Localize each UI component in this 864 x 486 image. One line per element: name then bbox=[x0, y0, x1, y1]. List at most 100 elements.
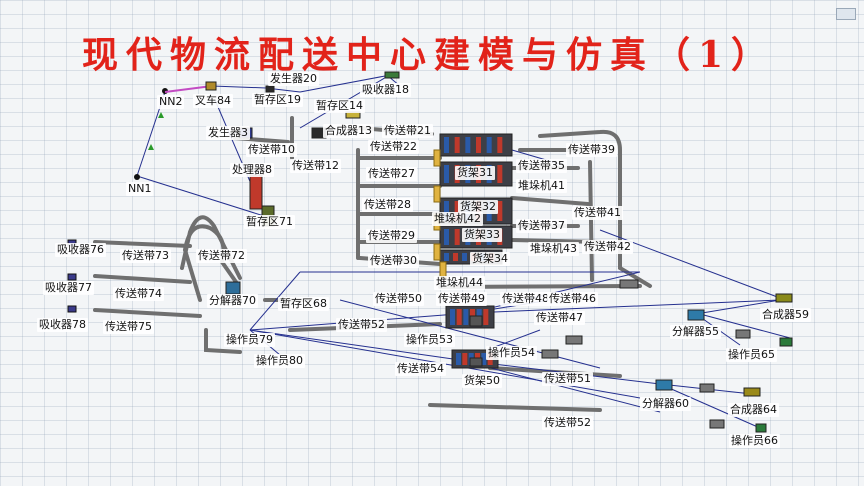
object-label-conv41: 传送带41 bbox=[572, 206, 623, 220]
object-label-op79: 操作员79 bbox=[224, 333, 275, 347]
object-label-conv37: 传送带37 bbox=[516, 219, 567, 233]
connection-layer bbox=[136, 75, 791, 429]
object-label-split60: 分解器60 bbox=[640, 397, 691, 411]
stacker-1[interactable] bbox=[433, 185, 441, 203]
rack-cell-6-1[interactable] bbox=[462, 353, 468, 365]
sink-18[interactable] bbox=[384, 71, 400, 79]
rack-cell-0-5[interactable] bbox=[497, 137, 503, 153]
rack-cell-0-1[interactable] bbox=[454, 137, 460, 153]
conveyor-bend-left[interactable] bbox=[204, 328, 242, 354]
object-label-proc8: 处理器8 bbox=[230, 163, 274, 177]
rack-cell-4-0[interactable] bbox=[444, 253, 449, 261]
generator-20[interactable] bbox=[265, 85, 275, 93]
rack-cell-6-0[interactable] bbox=[456, 353, 461, 365]
object-label-conv75: 传送带75 bbox=[103, 320, 154, 334]
box-right-4[interactable] bbox=[735, 329, 751, 339]
object-label-buf71: 暂存区71 bbox=[244, 215, 295, 229]
combiner-64[interactable] bbox=[743, 387, 761, 397]
rack-cell-0-0[interactable] bbox=[444, 137, 449, 153]
window-control-button[interactable] bbox=[836, 8, 856, 20]
object-label-op80: 操作员80 bbox=[254, 354, 305, 368]
object-label-conv73: 传送带73 bbox=[120, 249, 171, 263]
object-label-conv49: 传送带49 bbox=[436, 292, 487, 306]
rack-cell-2-0[interactable] bbox=[444, 201, 449, 221]
sink-left-2[interactable] bbox=[67, 305, 77, 313]
object-label-stack41: 堆垛机41 bbox=[516, 179, 567, 193]
box-bottom-1[interactable] bbox=[565, 335, 583, 345]
object-label-split55: 分解器55 bbox=[670, 325, 721, 339]
sink-left-1[interactable] bbox=[67, 273, 77, 281]
operator-66[interactable] bbox=[755, 423, 767, 433]
object-label-stack44: 堆垛机44 bbox=[434, 276, 485, 290]
rack-cell-3-0[interactable] bbox=[444, 229, 449, 245]
conveyor-75[interactable] bbox=[93, 308, 202, 318]
object-label-rack33: 货架33 bbox=[462, 228, 502, 242]
object-label-buf14: 暂存区14 bbox=[314, 99, 365, 113]
network-node-nn1[interactable] bbox=[134, 174, 140, 180]
stacker-0[interactable] bbox=[433, 149, 441, 167]
object-label-conv10: 传送带10 bbox=[246, 143, 297, 157]
combiner-59[interactable] bbox=[775, 293, 793, 303]
rack-cell-5-2[interactable] bbox=[463, 309, 469, 325]
object-label-conv27: 传送带27 bbox=[366, 167, 417, 181]
object-label-conv50: 传送带50 bbox=[373, 292, 424, 306]
rack-cell-1-0[interactable] bbox=[444, 165, 449, 183]
rack-cell-5-1[interactable] bbox=[456, 309, 462, 325]
box-bottom-2[interactable] bbox=[541, 349, 559, 359]
conveyor-41[interactable] bbox=[510, 196, 590, 206]
object-label-conv46: 传送带46 bbox=[547, 292, 598, 306]
video-title: 现代物流配送中心建模与仿真（1） bbox=[82, 34, 776, 76]
rack-cell-1-5[interactable] bbox=[497, 165, 503, 183]
rack-cell-2-5[interactable] bbox=[497, 201, 503, 221]
object-label-nn2: NN2 bbox=[157, 95, 185, 109]
object-label-nn1: NN1 bbox=[126, 182, 154, 196]
rack-cell-5-0[interactable] bbox=[450, 309, 455, 325]
forklift-84[interactable] bbox=[205, 81, 217, 91]
object-label-rack50: 货架50 bbox=[462, 374, 502, 388]
box-right-1[interactable] bbox=[619, 279, 639, 289]
object-label-conv42: 传送带42 bbox=[582, 240, 633, 254]
rack-cell-0-4[interactable] bbox=[486, 137, 492, 153]
operator-53[interactable] bbox=[469, 315, 483, 327]
box-right-3[interactable] bbox=[709, 419, 725, 429]
rack-cell-6-4[interactable] bbox=[481, 353, 487, 365]
rack-cell-3-1[interactable] bbox=[454, 229, 460, 245]
rack-cell-2-1[interactable] bbox=[454, 201, 460, 221]
object-label-rack32: 货架32 bbox=[458, 200, 498, 214]
rack-cell-0-2[interactable] bbox=[465, 137, 471, 153]
conveyor-74[interactable] bbox=[93, 274, 192, 284]
rack-cell-4-1[interactable] bbox=[453, 253, 458, 261]
conveyor-loop[interactable] bbox=[180, 215, 242, 280]
object-label-conv22: 传送带22 bbox=[368, 140, 419, 154]
operator-54[interactable] bbox=[469, 357, 483, 367]
object-label-conv74: 传送带74 bbox=[113, 287, 164, 301]
object-label-stack43: 堆垛机43 bbox=[528, 242, 579, 256]
object-label-conv35: 传送带35 bbox=[516, 159, 567, 173]
splitter-70[interactable] bbox=[225, 281, 241, 295]
splitter-60[interactable] bbox=[655, 379, 673, 391]
conveyor-vert-right[interactable] bbox=[588, 160, 594, 282]
conveyor-bottom-52[interactable] bbox=[428, 403, 602, 412]
conveyor-outer-loop[interactable] bbox=[538, 129, 652, 288]
object-label-conv52b: 传送带52 bbox=[542, 416, 593, 430]
rack-cell-0-3[interactable] bbox=[476, 137, 481, 153]
object-label-conv28: 传送带28 bbox=[362, 198, 413, 212]
object-label-gen3: 发生器3 bbox=[206, 126, 250, 140]
object-label-stack42: 堆垛机42 bbox=[432, 212, 483, 226]
node-layer bbox=[134, 85, 213, 180]
object-label-conv47: 传送带47 bbox=[534, 311, 585, 325]
object-label-op53: 操作员53 bbox=[404, 333, 455, 347]
stacker-3[interactable] bbox=[433, 243, 441, 261]
arrow-icon bbox=[148, 144, 154, 150]
operator-65[interactable] bbox=[779, 337, 793, 347]
splitter-55[interactable] bbox=[687, 309, 705, 321]
box-right-2[interactable] bbox=[699, 383, 715, 393]
object-label-sink77: 吸收器77 bbox=[43, 281, 94, 295]
conveyor-73[interactable] bbox=[93, 240, 192, 248]
object-label-comb13: 合成器13 bbox=[323, 124, 374, 138]
rack-cell-5-5[interactable] bbox=[483, 309, 489, 325]
processor-8[interactable] bbox=[249, 174, 263, 210]
rack-cell-4-2[interactable] bbox=[462, 253, 467, 261]
object-label-conv29: 传送带29 bbox=[366, 229, 417, 243]
